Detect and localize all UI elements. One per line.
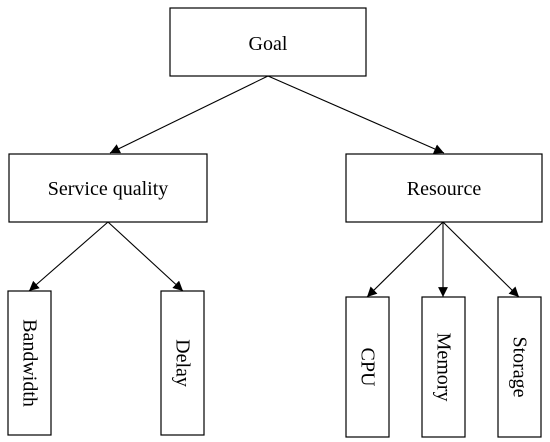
node-storage-box bbox=[497, 296, 542, 438]
node-bandwidth: Bandwidth bbox=[7, 290, 52, 436]
node-storage-label: Storage bbox=[509, 336, 531, 397]
node-resource: Resource bbox=[345, 153, 543, 223]
node-cpu-box bbox=[345, 296, 390, 438]
node-goal: Goal bbox=[169, 7, 367, 77]
node-resource-box bbox=[345, 153, 543, 223]
node-service-quality-label: Service quality bbox=[48, 178, 169, 200]
node-memory: Memory bbox=[421, 296, 466, 438]
node-bandwidth-box bbox=[7, 290, 52, 436]
node-cpu-label: CPU bbox=[357, 348, 379, 387]
node-service-quality: Service quality bbox=[8, 153, 208, 223]
edge-service-quality-to-delay bbox=[107, 221, 184, 292]
edge-goal-to-service-quality bbox=[109, 75, 269, 154]
node-goal-box bbox=[169, 7, 367, 77]
node-delay-label: Delay bbox=[172, 339, 194, 387]
node-storage: Storage bbox=[497, 296, 542, 438]
edge-service-quality-to-bandwidth bbox=[28, 221, 109, 292]
node-goal-label: Goal bbox=[249, 33, 288, 55]
edge-resource-to-cpu bbox=[366, 221, 444, 298]
node-delay-box bbox=[160, 290, 205, 436]
node-memory-box bbox=[421, 296, 466, 438]
node-memory-label: Memory bbox=[433, 333, 455, 402]
node-service-quality-box bbox=[8, 153, 208, 223]
node-cpu: CPU bbox=[345, 296, 390, 438]
node-resource-label: Resource bbox=[407, 178, 482, 200]
edge-goal-to-resource bbox=[267, 75, 445, 154]
node-delay: Delay bbox=[160, 290, 205, 436]
edge-resource-to-storage bbox=[442, 221, 520, 298]
node-bandwidth-label: Bandwidth bbox=[19, 319, 41, 407]
edges bbox=[28, 75, 520, 298]
